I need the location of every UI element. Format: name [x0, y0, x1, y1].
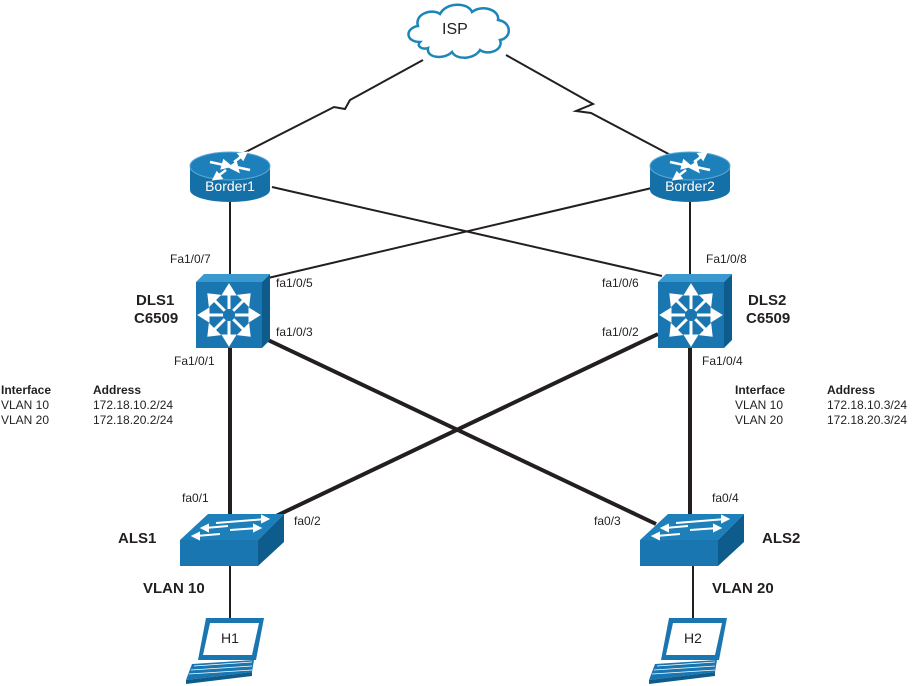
- iface-als2-fa0-3: fa0/3: [594, 514, 621, 528]
- cell-address: 172.18.10.3/24: [827, 398, 908, 412]
- als2-name: ALS2: [762, 530, 801, 547]
- table-row: VLAN 10 172.18.10.3/24: [735, 398, 907, 413]
- switch-als1-icon: [180, 514, 284, 566]
- table-row: VLAN 20 172.18.20.2/24: [1, 413, 173, 428]
- border1-label: Border1: [205, 178, 255, 194]
- iface-dls1-fa1-0-3: fa1/0/3: [276, 325, 313, 339]
- iface-dls2-fa1-0-2: fa1/0/2: [602, 325, 639, 339]
- link-dls1-als2: [267, 338, 657, 526]
- isp-label: ISP: [442, 21, 468, 38]
- iface-als2-fa0-4: fa0/4: [712, 491, 739, 505]
- cell-interface: VLAN 10: [1, 398, 50, 412]
- laptop-h2-icon: [649, 618, 727, 684]
- cell-interface: VLAN 10: [735, 398, 784, 412]
- isp-cloud-icon: [407, 3, 510, 59]
- laptop-h1-icon: [186, 618, 264, 684]
- table-row: VLAN 10 172.18.10.2/24: [1, 398, 173, 413]
- dls2-address-table: Interface Address VLAN 10 172.18.10.3/24…: [735, 383, 907, 428]
- iface-dls2-fa1-0-4: Fa1/0/4: [702, 354, 743, 368]
- header-address: Address: [93, 383, 142, 397]
- iface-dls2-fa1-0-8: Fa1/0/8: [706, 252, 747, 266]
- dls1-address-table: Interface Address VLAN 10 172.18.10.2/24…: [1, 383, 173, 428]
- als1-name: ALS1: [118, 530, 157, 547]
- dls1-hostname: DLS1: [136, 292, 175, 309]
- link-isp-border2: [505, 54, 681, 161]
- h1-label: H1: [221, 630, 239, 646]
- iface-als1-fa0-2: fa0/2: [294, 514, 321, 528]
- iface-dls2-fa1-0-6: fa1/0/6: [602, 276, 639, 290]
- link-isp-border1: [229, 59, 424, 161]
- cell-address: 172.18.20.2/24: [93, 413, 174, 427]
- h2-label: H2: [684, 630, 702, 646]
- border2-label: Border2: [665, 178, 715, 194]
- als2-vlan: VLAN 20: [712, 580, 774, 597]
- switch-als2-icon: [640, 514, 744, 566]
- cell-address: 172.18.10.2/24: [93, 398, 174, 412]
- als1-vlan: VLAN 10: [143, 580, 205, 597]
- dls2-model: C6509: [746, 310, 791, 327]
- router-border2-icon: [649, 151, 731, 202]
- link-dls2-als1: [275, 332, 659, 518]
- iface-als1-fa0-1: fa0/1: [182, 491, 209, 505]
- dls1-name: DLS1 C6509: [134, 292, 178, 328]
- links: [228, 54, 694, 618]
- iface-dls1-fa1-0-1: Fa1/0/1: [174, 354, 215, 368]
- table-row: VLAN 20 172.18.20.3/24: [735, 413, 907, 428]
- multilayer-switch-dls2-icon: [658, 274, 732, 348]
- dls1-model: C6509: [134, 310, 179, 327]
- cell-interface: VLAN 20: [1, 413, 50, 427]
- cell-address: 172.18.20.3/24: [827, 413, 908, 427]
- dls2-name: DLS2 C6509: [746, 292, 790, 328]
- cell-interface: VLAN 20: [735, 413, 784, 427]
- iface-dls1-fa1-0-5: fa1/0/5: [276, 276, 313, 290]
- header-interface: Interface: [735, 383, 786, 397]
- router-border1-icon: [189, 151, 271, 202]
- header-interface: Interface: [1, 383, 52, 397]
- multilayer-switch-dls1-icon: [196, 274, 270, 348]
- header-address: Address: [827, 383, 876, 397]
- table-header: Interface Address: [1, 383, 173, 398]
- dls2-hostname: DLS2: [748, 292, 787, 309]
- link-border2-dls1: [267, 186, 657, 279]
- iface-dls1-fa1-0-7: Fa1/0/7: [170, 252, 211, 266]
- table-header: Interface Address: [735, 383, 907, 398]
